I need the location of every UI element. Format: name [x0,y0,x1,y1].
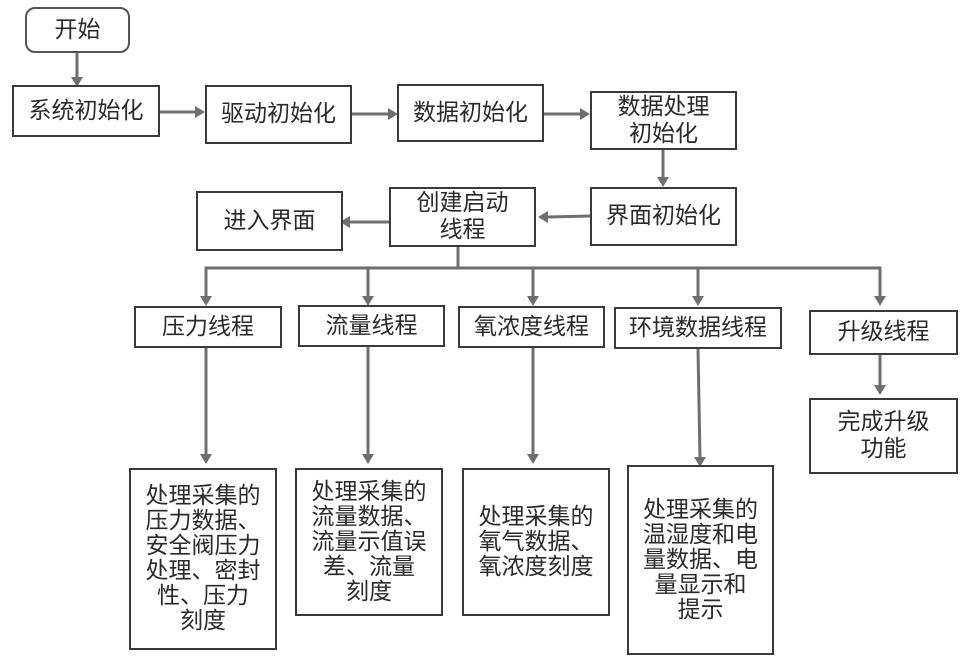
node-pressure-thread-label: 压力线程 [162,313,254,340]
node-oxygen-task-label: 处理采集的 氧气数据、 氧浓度刻度 [478,503,594,580]
node-pressure-thread: 压力线程 [134,306,282,348]
arrowhead [200,454,212,464]
node-data-init-label: 数据初始化 [413,99,528,126]
arrowhead [195,106,205,118]
node-upgrade-done-label: 完成升级 功能 [837,409,930,462]
arrowhead [692,296,704,306]
node-data-init: 数据初始化 [397,84,544,142]
arrowhead [527,454,539,464]
node-upgrade-done: 完成升级 功能 [809,398,958,474]
node-pressure-task: 处理采集的 压力数据、 安全阀压力 处理、密封 性、压力 刻度 [129,468,277,650]
arrowhead [362,454,374,464]
node-env-thread: 环境数据线程 [614,307,782,349]
node-env-task: 处理采集的 温湿度和电 量数据、电 量显示和 提示 [627,465,774,655]
node-pressure-task-label: 处理采集的 压力数据、 安全阀压力 处理、密封 性、压力 刻度 [145,483,261,634]
node-enter-ui: 进入界面 [196,191,343,251]
node-create-threads-label: 创建启动 线程 [416,190,509,243]
node-ui-init: 界面初始化 [590,187,737,246]
node-enter-ui-label: 进入界面 [223,207,316,234]
node-start: 开始 [25,7,130,53]
arrow-ui-to-create [547,214,591,219]
node-start-label: 开始 [54,16,101,43]
node-flow-task-label: 处理采集的 流量数据、 流量示值误 差、流量 刻度 [311,478,427,605]
node-flow-thread-label: 流量线程 [325,312,418,339]
node-sys-init: 系统初始化 [12,85,160,137]
node-env-thread-label: 环境数据线程 [629,314,767,341]
arrowhead [874,385,886,395]
node-create-threads: 创建启动 线程 [389,187,536,247]
arrowhead [527,296,539,306]
node-oxygen-thread-label: 氧浓度线程 [474,313,589,340]
arrowhead [200,296,212,306]
node-sys-init-label: 系统初始化 [28,97,144,124]
node-data-proc-init-label: 数据处理 初始化 [617,93,710,147]
arrowhead [657,177,669,187]
node-env-task-label: 处理采集的 温湿度和电 量数据、电 量显示和 提示 [643,496,758,623]
node-oxygen-task: 处理采集的 氧气数据、 氧浓度刻度 [462,468,610,616]
arrowhead [538,211,548,223]
node-data-proc-init: 数据处理 初始化 [590,91,737,150]
node-driver-init: 驱动初始化 [205,85,352,144]
node-oxygen-thread: 氧浓度线程 [458,306,605,348]
node-ui-init-label: 界面初始化 [606,203,721,229]
node-driver-init-label: 驱动初始化 [221,101,336,127]
node-flow-task: 处理采集的 流量数据、 流量示值误 差、流量 刻度 [295,468,443,616]
node-flow-thread: 流量线程 [298,305,445,347]
arrowhead [874,296,886,306]
branch-bus [204,266,882,297]
node-upgrade-thread-label: 升级线程 [837,319,930,345]
arrowhead [580,108,590,120]
arrow-env-down [696,348,702,459]
node-upgrade-thread: 升级线程 [809,310,958,355]
